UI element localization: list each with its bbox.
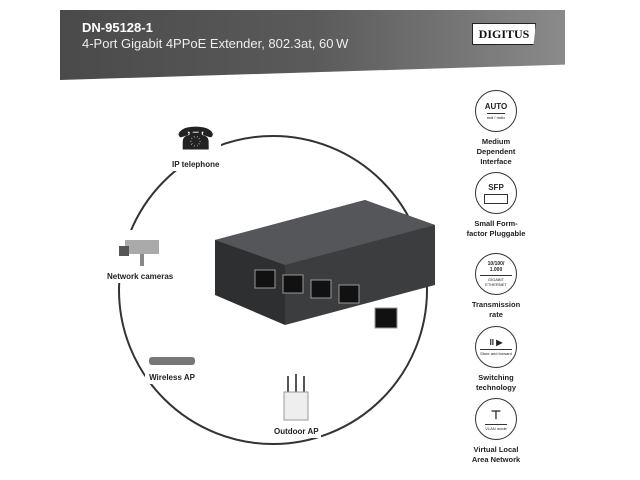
switch-image bbox=[215, 200, 435, 329]
feature-switching: II ▶Store and forward Switching technolo… bbox=[465, 326, 527, 393]
sfp-icon: SFP bbox=[475, 172, 517, 214]
camera-icon bbox=[119, 240, 160, 266]
device-label: Wireless AP bbox=[149, 373, 195, 382]
feature-vlan: ⊤VLAN mode Virtual Local Area Network bbox=[465, 398, 527, 465]
device-label: Network cameras bbox=[107, 272, 174, 281]
model-number: DN-95128-1 bbox=[82, 20, 153, 35]
device-label: IP telephone bbox=[172, 160, 220, 169]
device-wireless-ap: Wireless AP bbox=[145, 352, 199, 384]
telephone-icon: ☎ bbox=[177, 123, 215, 156]
wireless-ap-icon bbox=[149, 357, 195, 365]
feature-label: Small Form-factor Pluggable bbox=[466, 219, 526, 238]
product-subtitle: 4-Port Gigabit 4PPoE Extender, 802.3at, … bbox=[82, 36, 349, 51]
device-label: Outdoor AP bbox=[274, 427, 319, 436]
store-forward-icon: II ▶Store and forward bbox=[475, 326, 517, 368]
feature-sfp: SFP Small Form-factor Pluggable bbox=[465, 172, 527, 239]
feature-label: Medium Dependent Interface bbox=[476, 137, 516, 166]
device-network-cameras: Network cameras bbox=[105, 230, 176, 283]
device-ip-telephone: ☎ IP telephone bbox=[170, 120, 222, 171]
outdoor-ap-icon bbox=[283, 374, 309, 421]
feature-label: Switching technology bbox=[475, 373, 516, 392]
feature-label: Transmission rate bbox=[471, 300, 521, 319]
digitus-logo: DIGITUS bbox=[472, 23, 536, 45]
connection-circle bbox=[118, 135, 428, 445]
vlan-icon: ⊤VLAN mode bbox=[475, 398, 517, 440]
feature-label: Virtual Local Area Network bbox=[471, 445, 521, 464]
device-outdoor-ap: Outdoor AP bbox=[272, 372, 321, 438]
